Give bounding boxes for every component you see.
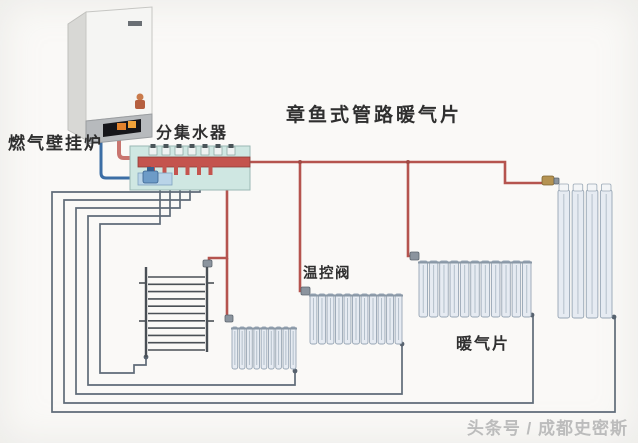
boiler-mascot [136,93,144,101]
radiator-label: 暖气片 [456,336,511,353]
boiler-mascot [135,100,145,109]
radiator-fin-cap [572,183,584,192]
boiler-label: 燃气壁挂炉 [8,134,103,153]
manifold-outlet [174,166,178,175]
radiator-tall-column [557,183,613,319]
towel-radiator-valve [202,259,213,268]
manifold-outlet [185,166,190,175]
boiler-pipes [99,134,140,180]
pipe-junction [298,160,302,164]
manifold-outlet [197,166,201,175]
manifold [129,144,251,191]
boiler [67,6,153,145]
diagram-title: 章鱼式管路暖气片 [286,105,463,126]
radiator-fin-cap [558,183,570,192]
manifold-supply-bar [137,156,251,168]
radiator-c-valve [409,251,420,261]
towel-ladder-radiator [139,267,214,357]
radiator-labeled [418,260,532,318]
manifold-inlet-valve-handle [147,167,154,171]
radiator-small [231,326,297,370]
elbow-fitting [292,368,298,374]
manifold-top-valves [148,144,236,156]
manifold-inlet-valve [142,170,159,184]
boiler-logo [128,21,142,26]
radiator-d-valve-nut [553,177,560,185]
radiator-d-valve [541,175,555,186]
radiator-thermostatic [309,293,403,345]
manifold-outlet [162,166,167,175]
radiator-a-valve [224,314,234,323]
radiator-fin-cap [600,183,612,192]
elbow-fitting [611,314,617,320]
thermostatic-valve-label: 温控阀 [303,266,351,282]
watermark: 头条号 / 成都史密斯 [466,419,628,438]
radiator-fin-cap [586,183,598,192]
return-pipes [51,190,617,413]
pipe-junction [406,160,410,164]
radiator-valves [202,175,560,323]
boiler-display-digits [117,123,126,130]
boiler-display-digits [128,121,136,128]
manifold-outlet [208,166,213,175]
thermostatic-valve [300,286,311,296]
manifold-label: 分集水器 [156,125,229,142]
